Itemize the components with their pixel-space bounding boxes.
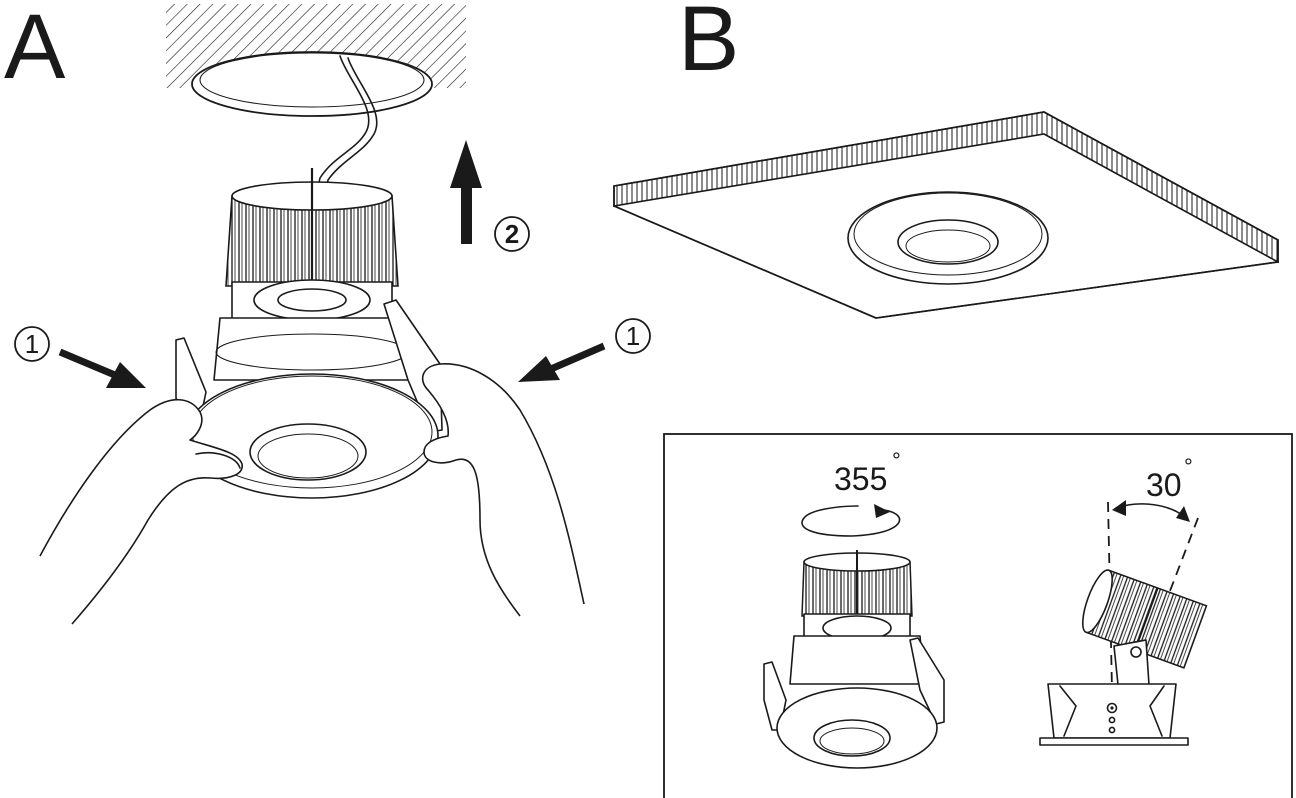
panel-a-label: A <box>4 0 66 98</box>
panel-b-label: B <box>678 0 739 90</box>
tilted-luminaire <box>1039 569 1208 746</box>
rotation-arrow-icon <box>801 504 901 537</box>
trim-ring <box>185 373 439 499</box>
adjustment-inset: 355 ° 30 ° <box>663 433 1293 798</box>
svg-text:1: 1 <box>626 321 640 351</box>
step-1-marker-right: 1 <box>615 318 651 354</box>
step-1-marker-left: 1 <box>14 326 50 362</box>
installed-trim <box>847 191 1049 285</box>
tilt-degree-symbol: ° <box>1184 454 1193 479</box>
right-hand <box>421 363 585 617</box>
rotation-angle: 355 <box>834 461 887 497</box>
spring-clip-right <box>383 299 443 433</box>
svg-text:1: 1 <box>25 329 39 359</box>
tilt-angle: 30 <box>1146 467 1182 503</box>
luminaire-heatsink <box>225 168 399 287</box>
panel-a: A <box>4 0 651 625</box>
tilt-arrow-icon <box>1112 500 1190 522</box>
left-hand <box>39 398 243 625</box>
svg-text:2: 2 <box>505 219 519 249</box>
luminaire-body <box>213 279 411 381</box>
step-2-marker: 2 <box>494 216 530 252</box>
ceiling-hatched <box>166 4 466 117</box>
lift-arrow <box>450 140 482 244</box>
rotation-degree-symbol: ° <box>892 448 901 473</box>
panel-b: B <box>613 0 1279 319</box>
power-cable <box>315 55 370 197</box>
push-arrow-left <box>58 348 146 388</box>
rotating-luminaire <box>763 550 945 769</box>
push-arrow-right <box>518 342 606 382</box>
